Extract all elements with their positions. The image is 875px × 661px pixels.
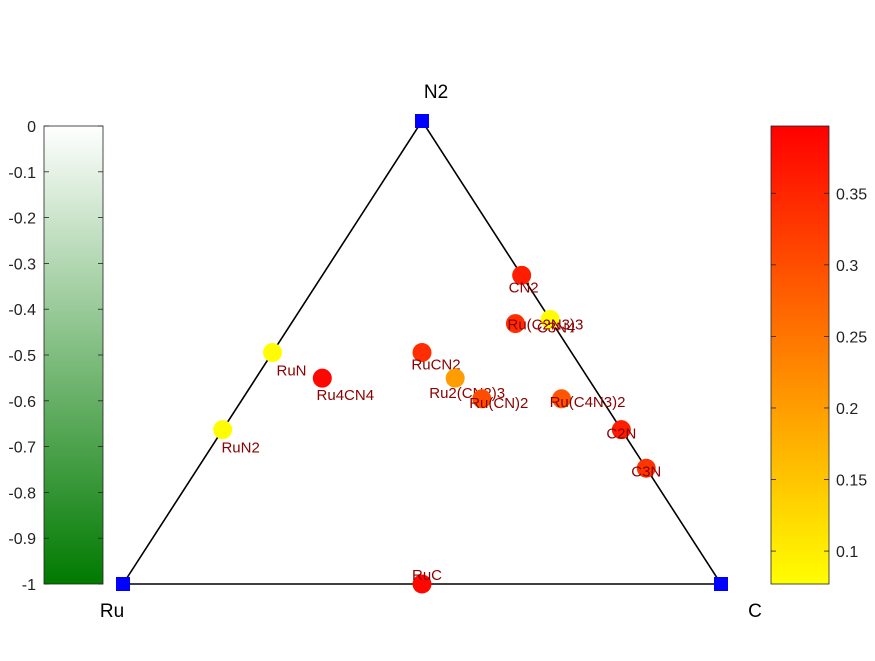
left-colorbar-gradient bbox=[43, 125, 104, 585]
data-point bbox=[636, 458, 656, 478]
right-colorbar: 0.1 0.15 0.2 0.25 0.3 0.35 bbox=[770, 125, 867, 585]
data-point-label: Ru(C4N3)2 bbox=[550, 394, 626, 411]
data-point bbox=[512, 265, 532, 285]
data-point-label: C2N bbox=[606, 426, 636, 443]
data-point-label: RuN2 bbox=[221, 440, 259, 457]
left-colorbar-tick-label: -0.5 bbox=[8, 348, 36, 365]
data-point bbox=[213, 420, 233, 440]
right-colorbar-tick-label: 0.15 bbox=[836, 473, 867, 490]
data-point bbox=[505, 314, 525, 334]
left-colorbar-tick-label: -0.2 bbox=[8, 211, 36, 228]
right-colorbar-tick-label: 0.2 bbox=[836, 401, 858, 418]
data-point bbox=[540, 309, 560, 329]
data-point bbox=[552, 389, 572, 409]
corner-marker-ru bbox=[116, 577, 130, 591]
data-point bbox=[611, 420, 631, 440]
corner-label-top: N2 bbox=[424, 82, 448, 103]
data-point-label: Ru(CN)2 bbox=[469, 395, 528, 412]
corner-marker-n2 bbox=[415, 114, 429, 128]
data-point bbox=[472, 389, 492, 409]
data-point-label: C3N4 bbox=[537, 319, 575, 336]
data-point-label: RuCN2 bbox=[411, 357, 460, 374]
data-point-label: Ru4CN4 bbox=[317, 387, 375, 404]
data-point-label: RuC bbox=[412, 567, 442, 584]
left-colorbar-tick-label: -1 bbox=[22, 577, 36, 594]
corner-marker-c bbox=[714, 577, 728, 591]
right-colorbar-tick-label: 0.35 bbox=[836, 186, 867, 203]
left-colorbar-tick-label: -0.9 bbox=[8, 531, 36, 548]
data-point-label: C3N bbox=[631, 463, 661, 480]
data-point bbox=[445, 368, 465, 388]
left-colorbar-tick-label: -0.6 bbox=[8, 394, 36, 411]
left-colorbar-tick-label: -0.4 bbox=[8, 302, 36, 319]
right-colorbar-tick-label: 0.1 bbox=[836, 544, 858, 561]
corner-label-left: Ru bbox=[100, 601, 124, 622]
left-colorbar-tick-label: -0.1 bbox=[8, 165, 36, 182]
data-point-label: Ru(C2N3)3 bbox=[508, 317, 584, 334]
data-point bbox=[263, 343, 282, 362]
right-colorbar-tick-label: 0.25 bbox=[836, 329, 867, 346]
data-point bbox=[412, 343, 432, 362]
data-point-label: RuN bbox=[276, 363, 306, 380]
left-colorbar-tick-label: -0.8 bbox=[8, 485, 36, 502]
left-colorbar-tick-label: -0.7 bbox=[8, 440, 36, 457]
left-colorbar-tick-label: 0 bbox=[27, 119, 36, 136]
left-colorbar-tick-label: -0.3 bbox=[8, 256, 36, 273]
right-colorbar-tick-label: 0.3 bbox=[836, 258, 858, 275]
data-point-label: CN2 bbox=[509, 279, 539, 296]
left-colorbar: 0 -0.1 -0.2 -0.3 -0.4 -0.5 -0.6 -0.7 -0.8 -0.9 -1 bbox=[8, 119, 104, 594]
data-point bbox=[412, 574, 432, 594]
corner-label-right: C bbox=[748, 601, 762, 622]
right-colorbar-gradient bbox=[770, 125, 830, 585]
data-point bbox=[312, 368, 332, 388]
